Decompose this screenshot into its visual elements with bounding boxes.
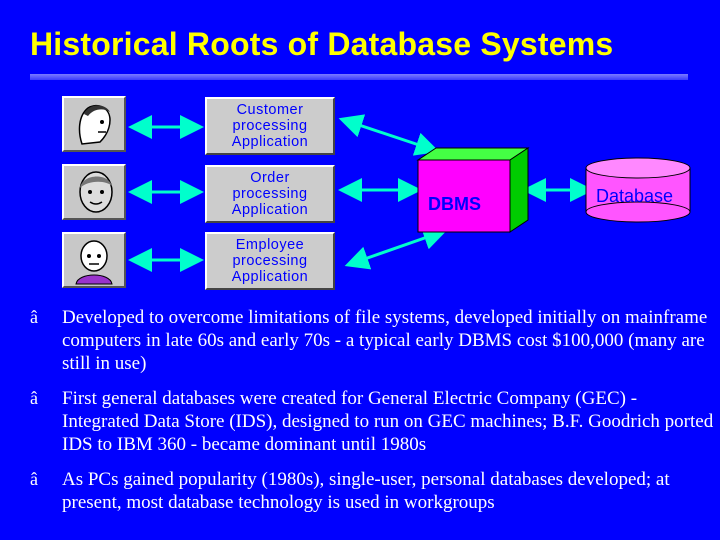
bullet-text: Developed to overcome limitations of fil… — [62, 307, 708, 374]
person-icon — [75, 240, 113, 285]
person-icon — [78, 104, 111, 145]
database-label: Database — [596, 186, 674, 206]
person-icon — [79, 171, 113, 213]
app-box-order: Order processing Application — [205, 165, 335, 223]
bullet-marker: â — [30, 469, 38, 489]
app-label-customer: Customer processing Application — [231, 102, 309, 150]
bullet-item: â As PCs gained popularity (1980s), sing… — [30, 468, 715, 514]
bullet-item: â First general databases were created f… — [30, 387, 715, 456]
arrow-app1-dbms — [338, 114, 440, 156]
dbms-label: DBMS — [428, 194, 481, 214]
slide-title: Historical Roots of Database Systems — [30, 26, 614, 62]
bullet-marker: â — [30, 307, 38, 327]
app-label-order: Order processing Application — [231, 170, 309, 218]
bullet-marker: â — [30, 388, 38, 408]
user-avatar-1 — [62, 96, 126, 152]
bullet-list: â Developed to overcome limitations of f… — [30, 306, 715, 526]
app-box-customer: Customer processing Application — [205, 97, 335, 155]
bullet-text: As PCs gained popularity (1980s), single… — [62, 469, 670, 513]
user-avatar-3 — [62, 232, 126, 288]
title-underline — [30, 74, 688, 80]
dbms-cube — [416, 147, 530, 233]
app-box-employee: Employee processing Application — [205, 232, 335, 290]
architecture-diagram — [128, 114, 691, 272]
bullet-text: First general databases were created for… — [62, 388, 714, 455]
bullet-item: â Developed to overcome limitations of f… — [30, 306, 715, 375]
database-cylinder — [585, 157, 691, 223]
user-avatar-2 — [62, 164, 126, 220]
arrow-app3-dbms — [344, 226, 448, 270]
app-label-employee: Employee processing Application — [231, 237, 309, 285]
